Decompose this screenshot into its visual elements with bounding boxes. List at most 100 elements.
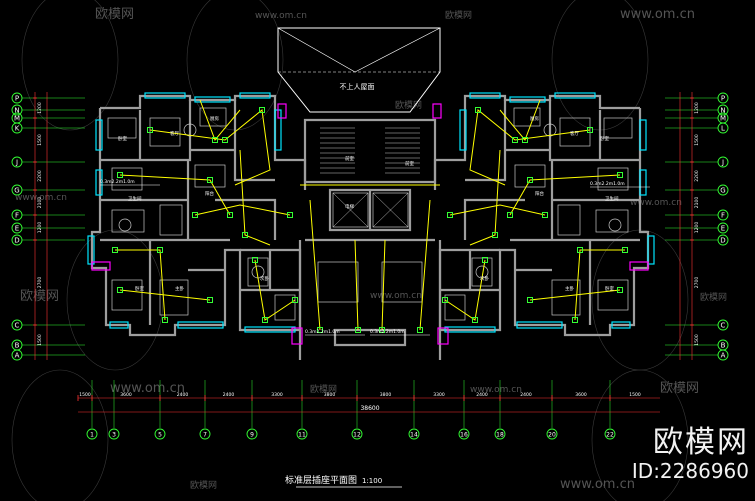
room-label: 客厅 <box>170 130 179 137</box>
axis-number-bottom: 9 <box>250 432 254 439</box>
socket <box>162 317 168 323</box>
wiring-layer <box>115 99 625 331</box>
model-id: ID:2286960 <box>631 459 749 483</box>
window <box>177 321 224 329</box>
window <box>244 326 296 333</box>
fixture <box>608 218 622 232</box>
socket <box>212 137 218 143</box>
watermark-text: 欧模网 <box>395 99 422 111</box>
socket <box>587 127 593 133</box>
socket <box>542 212 548 218</box>
wire <box>449 204 546 216</box>
socket <box>442 297 448 303</box>
axis-letter-left: P <box>15 95 19 103</box>
socket <box>292 297 298 303</box>
window <box>647 235 655 265</box>
room-label: 电梯 <box>345 203 354 210</box>
room-label: 卧室 <box>135 285 144 292</box>
watermark-arc <box>21 0 119 131</box>
room-label: 阳台 <box>205 190 214 197</box>
furniture <box>444 294 466 321</box>
wire <box>444 259 486 321</box>
room-label: 次卧 <box>480 275 489 282</box>
watermark-text: 欧模网 <box>660 381 699 396</box>
socket <box>527 297 533 303</box>
axis-letter-left: N <box>14 107 19 115</box>
elevator-cross <box>332 192 369 228</box>
socket <box>417 327 423 333</box>
dim-text-right: 1500 <box>694 134 700 146</box>
dim-text-bottom: 3300 <box>433 392 445 398</box>
socket <box>527 177 533 183</box>
furniture <box>381 261 423 303</box>
dim-text-bottom: 3600 <box>575 392 587 398</box>
wire <box>574 249 625 321</box>
window <box>87 235 95 265</box>
wire <box>254 259 296 321</box>
socket <box>227 212 233 218</box>
outer-wall-left-bottom <box>90 108 300 337</box>
watermark-arc <box>66 229 164 371</box>
window <box>611 321 631 329</box>
socket <box>259 107 265 113</box>
furniture <box>595 209 629 233</box>
axis-letter-left: M <box>14 115 20 123</box>
axis-letter-right: B <box>721 342 726 350</box>
dim-text-left: 1200 <box>37 222 43 234</box>
axis-number-bottom: 20 <box>548 432 556 439</box>
wire <box>194 204 291 216</box>
socket <box>512 137 518 143</box>
furniture <box>199 107 227 127</box>
watermark-text: 欧模网 <box>445 9 472 21</box>
axis-bubble-bottom <box>546 428 558 440</box>
socket <box>207 177 213 183</box>
socket <box>617 287 623 293</box>
wire <box>354 239 359 331</box>
axis-letter-left: F <box>15 212 19 220</box>
highlight-box <box>291 327 303 345</box>
watermark-text: www.om.cn <box>630 198 682 208</box>
axis-bubble-bottom <box>604 428 616 440</box>
wire <box>199 99 241 141</box>
wire <box>309 199 321 331</box>
fixture <box>183 123 197 137</box>
room-label: 客厅 <box>570 130 579 137</box>
axis-letter-right: P <box>721 95 725 103</box>
dim-text-bottom: 3600 <box>120 392 132 398</box>
socket <box>355 327 361 333</box>
roof-ridge <box>354 27 441 73</box>
dim-text-bottom: 3300 <box>271 392 283 398</box>
dim-text-bottom: 2400 <box>520 392 532 398</box>
furniture <box>513 107 541 127</box>
axis-number-bottom: 14 <box>410 432 418 439</box>
dim-text-left: 1200 <box>37 102 43 114</box>
wire <box>149 109 271 186</box>
axis-letter-right: D <box>720 237 725 245</box>
axis-bubble-bottom <box>108 428 120 440</box>
window <box>516 321 563 329</box>
fixture <box>118 218 132 232</box>
room-label: 阳台 <box>535 190 544 197</box>
window <box>144 92 186 99</box>
room-label: 厨房 <box>530 115 539 122</box>
socket <box>262 317 268 323</box>
socket <box>577 247 583 253</box>
socket <box>207 297 213 303</box>
window <box>95 169 103 196</box>
wire <box>509 174 621 216</box>
socket <box>117 287 123 293</box>
socket <box>157 247 163 253</box>
dim-text-right: 2200 <box>694 170 700 182</box>
inner-walls-right <box>465 100 640 325</box>
drawing-title: 标准层插座平面图 <box>285 474 357 486</box>
axis-letter-left: K <box>15 125 20 133</box>
dim-text-bottom: 3800 <box>324 392 336 398</box>
axis-letter-left: A <box>15 352 20 360</box>
socket <box>572 317 578 323</box>
window <box>459 109 467 151</box>
brand-logo: 欧模网 <box>653 425 749 460</box>
fixture <box>543 123 557 137</box>
socket <box>522 137 528 143</box>
drawing-scale: 1:100 <box>362 477 382 485</box>
highlight-box <box>91 261 111 271</box>
